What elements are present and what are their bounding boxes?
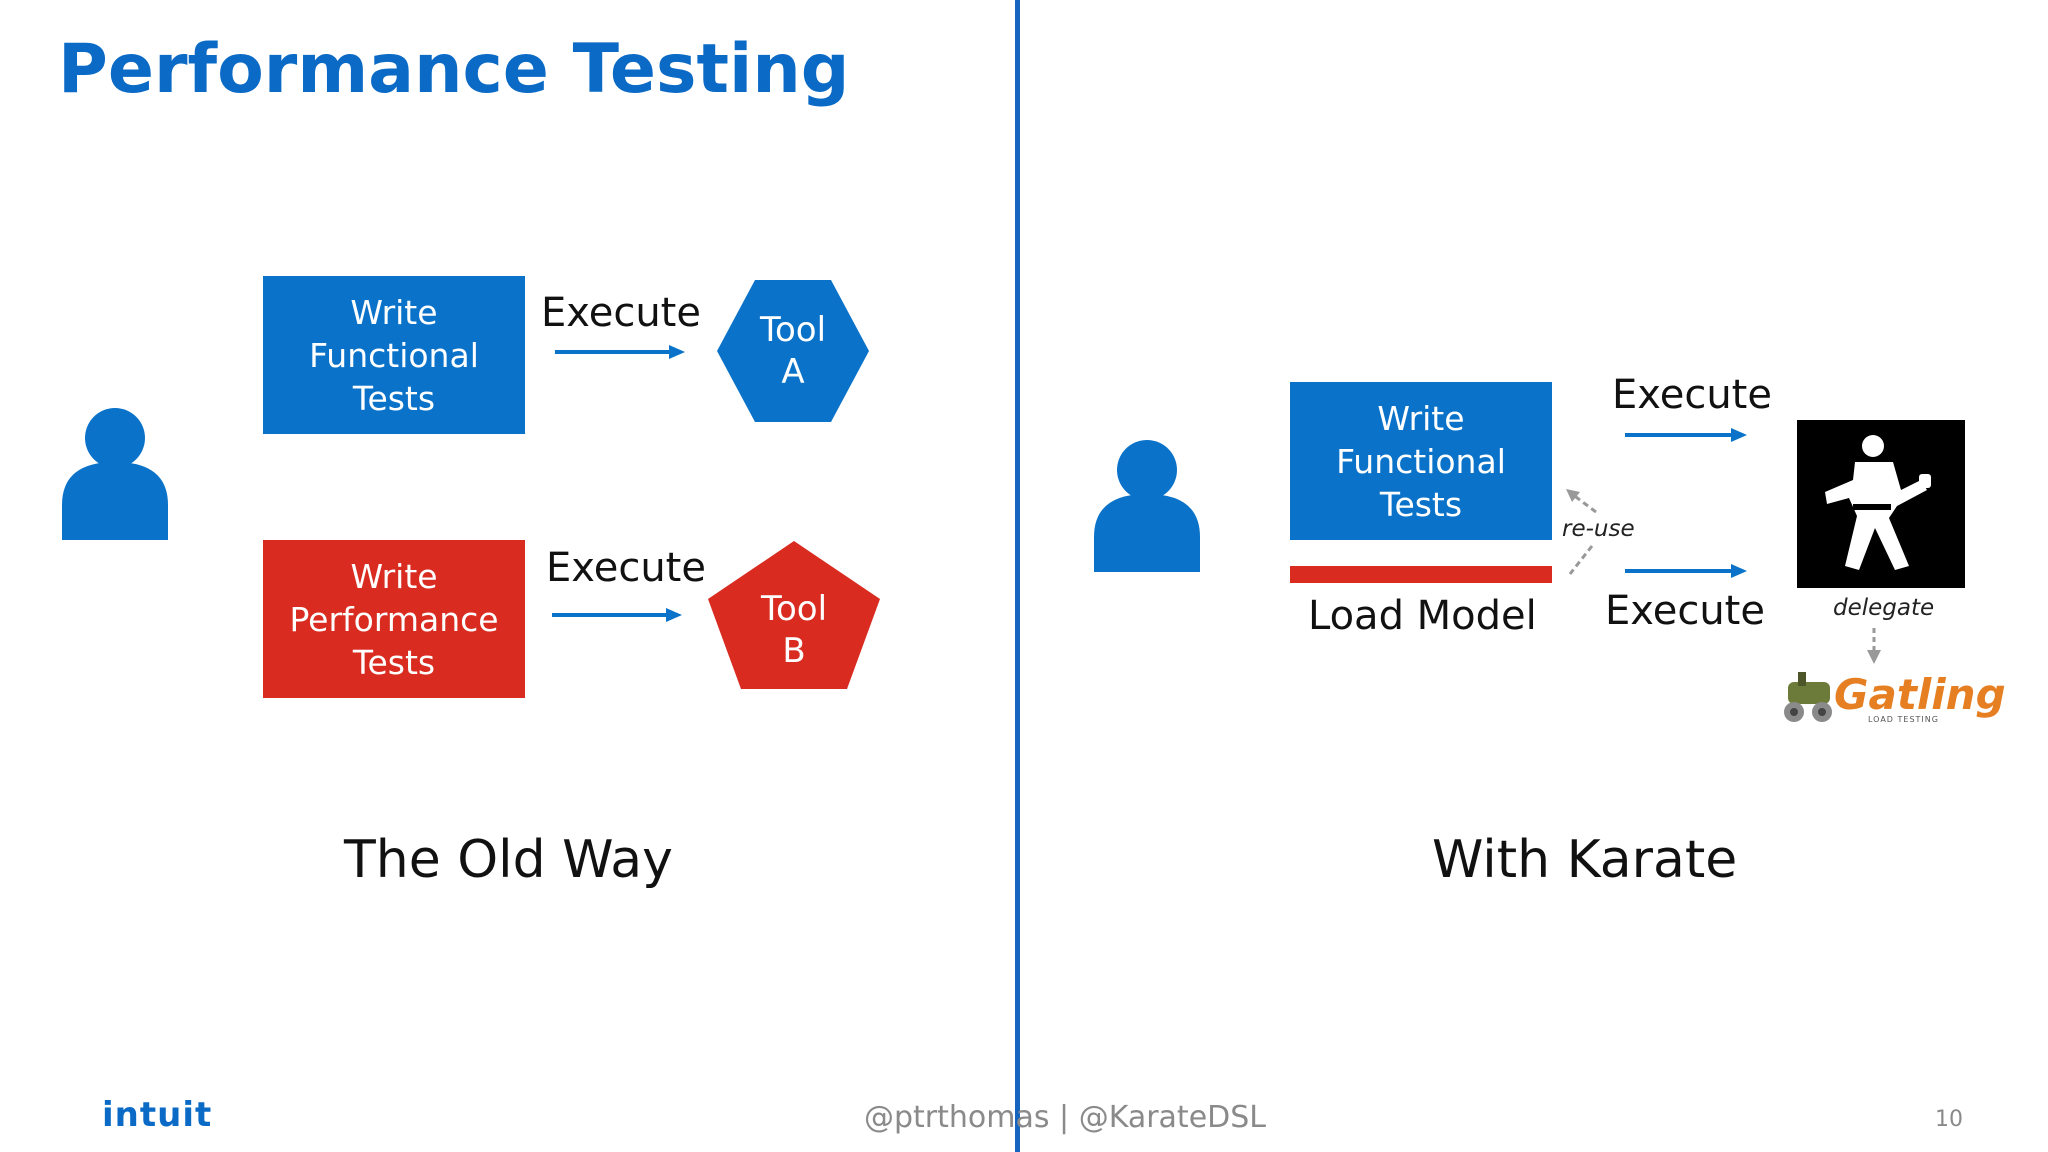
slide-title: Performance Testing xyxy=(58,30,850,109)
karate-execute-label-bottom: Execute xyxy=(1605,588,1765,634)
karate-logo-icon xyxy=(1797,420,1965,588)
footer-handles: @ptrthomas | @KarateDSL xyxy=(864,1100,1267,1135)
gatling-tagline: LOAD TESTING xyxy=(1868,715,1939,724)
execute-label-top: Execute xyxy=(541,290,701,336)
hexagon-shape xyxy=(717,280,869,422)
arrow-down-icon xyxy=(1867,628,1881,664)
arrow-right-icon xyxy=(552,608,682,622)
gatling-cannon-icon xyxy=(1784,672,1832,722)
tool-a-label: Tool A xyxy=(759,310,827,392)
execute-label-bottom: Execute xyxy=(546,545,706,591)
person-icon xyxy=(62,408,168,540)
old-way-caption: The Old Way xyxy=(344,830,673,890)
gatling-logo-text: Gatling xyxy=(1834,670,2006,719)
section-divider xyxy=(1015,0,1020,1152)
person-icon xyxy=(1094,440,1200,572)
page-number: 10 xyxy=(1935,1107,1963,1132)
load-model-label: Load Model xyxy=(1308,593,1537,639)
karate-functional-tests-box: Write Functional Tests xyxy=(1290,382,1552,540)
pentagon-shape xyxy=(708,541,880,689)
write-functional-tests-box: Write Functional Tests xyxy=(263,276,525,434)
write-performance-tests-box: Write Performance Tests xyxy=(263,540,525,698)
karate-execute-label-top: Execute xyxy=(1612,372,1772,418)
reuse-label: re-use xyxy=(1562,516,1635,542)
arrow-right-icon xyxy=(1625,564,1747,578)
reuse-arrow-icon xyxy=(1566,489,1597,575)
arrow-right-icon xyxy=(1625,428,1747,442)
tool-b-label: Tool B xyxy=(760,589,828,671)
intuit-logo: intuit xyxy=(102,1095,213,1135)
delegate-label: delegate xyxy=(1833,595,1935,621)
with-karate-caption: With Karate xyxy=(1432,830,1738,890)
arrow-right-icon xyxy=(555,345,685,359)
load-model-bar xyxy=(1290,566,1552,583)
